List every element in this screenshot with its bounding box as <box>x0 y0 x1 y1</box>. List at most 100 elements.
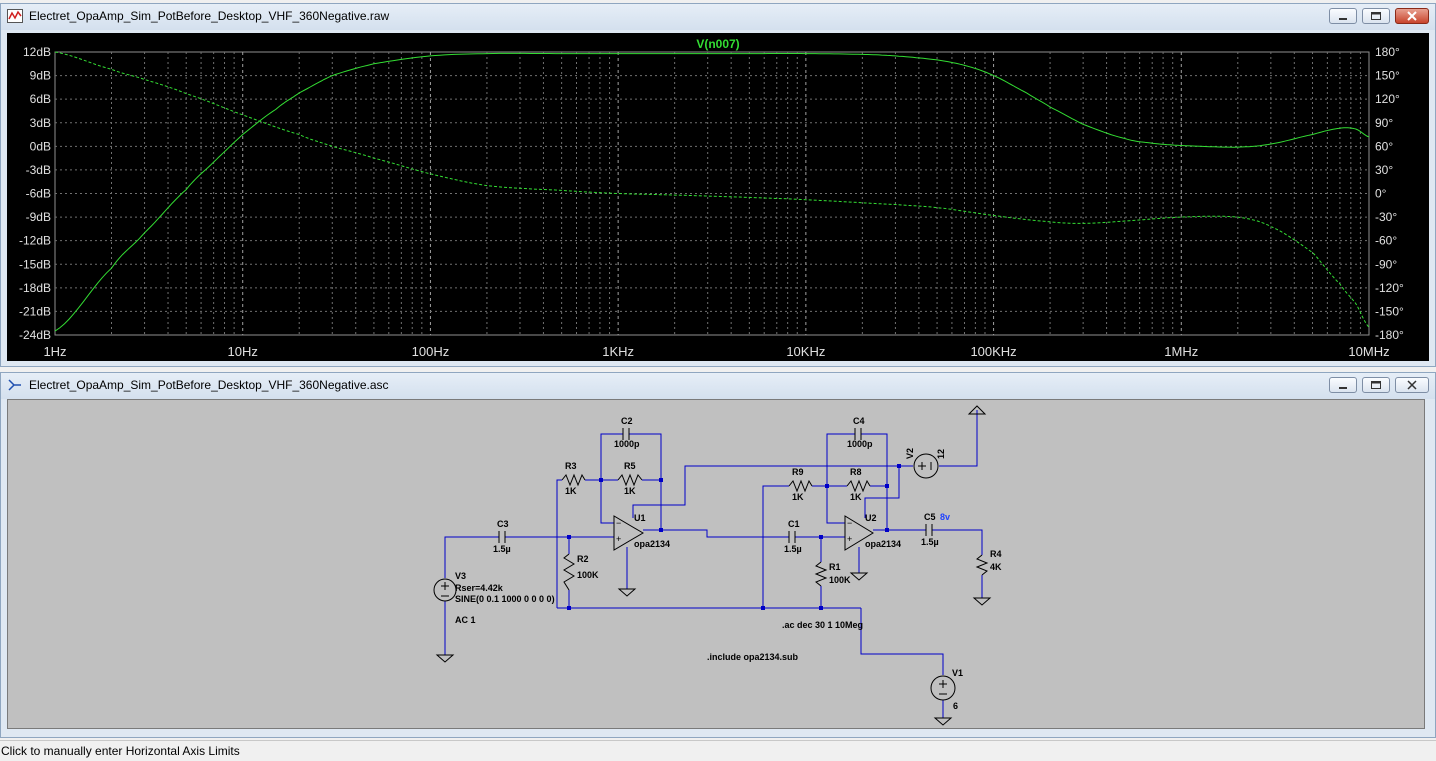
y-tick-label-right: -150° <box>1375 304 1404 318</box>
x-tick-label: 1KHz <box>602 344 634 359</box>
y-tick-label-left: 3dB <box>30 116 51 130</box>
c1-label[interactable]: C1 <box>788 519 800 529</box>
r2-value[interactable]: 100K <box>577 570 599 580</box>
supply-arrow-icon <box>967 405 987 415</box>
u2-model[interactable]: opa2134 <box>865 539 901 549</box>
u2-plus-sign: + <box>847 534 852 544</box>
x-tick-label: 10MHz <box>1348 344 1389 359</box>
minimize-button[interactable] <box>1329 8 1357 24</box>
minimize-button[interactable] <box>1329 377 1357 393</box>
c4-value[interactable]: 1000p <box>847 439 873 449</box>
close-button[interactable] <box>1395 8 1429 24</box>
y-tick-label-left: 9dB <box>30 69 51 83</box>
r5-label[interactable]: R5 <box>624 461 636 471</box>
component-symbols <box>433 405 992 726</box>
v3-sine[interactable]: SINE(0 0.1 1000 0 0 0 0) <box>455 594 555 604</box>
y-tick-label-left: 0dB <box>30 139 51 153</box>
y-tick-label-right: 150° <box>1375 69 1400 83</box>
x-tick-label: 10KHz <box>786 344 825 359</box>
c1-value[interactable]: 1.5µ <box>784 544 802 554</box>
r3-value[interactable]: 1K <box>565 486 577 496</box>
r8-symbol <box>846 479 871 493</box>
u1-model[interactable]: opa2134 <box>634 539 670 549</box>
bode-plot-svg[interactable]: 12dB9dB6dB3dB0dB-3dB-6dB-9dB-12dB-15dB-1… <box>7 33 1429 361</box>
maximize-button[interactable] <box>1362 8 1390 24</box>
schematic-canvas[interactable]: − + − + C2 1000p C4 1000p R3 1K R5 1K R9… <box>7 399 1425 729</box>
r9-value[interactable]: 1K <box>792 492 804 502</box>
y-tick-label-right: -90° <box>1375 257 1397 271</box>
c4-label[interactable]: C4 <box>853 416 865 426</box>
c5-label[interactable]: C5 <box>924 512 936 522</box>
r2-label[interactable]: R2 <box>577 554 589 564</box>
y-tick-label-left: -15dB <box>19 257 51 271</box>
u1-label[interactable]: U1 <box>634 513 646 523</box>
magnitude-curve <box>54 52 1370 332</box>
y-tick-label-right: 60° <box>1375 139 1393 153</box>
trace-label[interactable]: V(n007) <box>696 37 739 51</box>
include-directive[interactable]: .include opa2134.sub <box>707 652 799 662</box>
r8-label[interactable]: R8 <box>850 467 862 477</box>
u1-symbol <box>613 515 644 551</box>
maximize-button[interactable] <box>1362 377 1390 393</box>
v3-rser[interactable]: Rser=4.42k <box>455 583 504 593</box>
y-tick-label-right: 120° <box>1375 92 1400 106</box>
r4-label[interactable]: R4 <box>990 549 1002 559</box>
c2-symbol <box>622 428 630 440</box>
r1-value[interactable]: 100K <box>829 575 851 585</box>
net-label-8v[interactable]: 8v <box>940 512 950 522</box>
r8-value[interactable]: 1K <box>850 492 862 502</box>
schematic-window-title: Electret_OpaAmp_Sim_PotBefore_Desktop_VH… <box>29 378 389 392</box>
r4-symbol <box>975 554 989 576</box>
junction-dots <box>567 464 901 610</box>
r3-label[interactable]: R3 <box>565 461 577 471</box>
y-tick-label-left: -9dB <box>26 210 51 224</box>
c4-symbol <box>854 428 862 440</box>
y-tick-label-right: 30° <box>1375 163 1393 177</box>
phase-curve <box>54 51 1370 328</box>
y-tick-label-right: -60° <box>1375 234 1397 248</box>
x-tick-label: 1MHz <box>1164 344 1198 359</box>
c2-label[interactable]: C2 <box>621 416 633 426</box>
v1-value[interactable]: 6 <box>953 701 958 711</box>
close-icon <box>1407 380 1417 390</box>
v3-label[interactable]: V3 <box>455 571 466 581</box>
ground-icon <box>849 572 869 581</box>
v1-label[interactable]: V1 <box>952 668 963 678</box>
v3-ac[interactable]: AC 1 <box>455 615 476 625</box>
u1-plus-sign: + <box>616 534 621 544</box>
y-tick-label-left: 6dB <box>30 92 51 106</box>
schematic-window-titlebar[interactable]: Electret_OpaAmp_Sim_PotBefore_Desktop_VH… <box>1 373 1435 399</box>
u2-minus-sign: − <box>847 518 852 528</box>
close-button[interactable] <box>1395 377 1429 393</box>
r4-value[interactable]: 4K <box>990 562 1002 572</box>
r3-symbol <box>561 473 586 487</box>
c3-value[interactable]: 1.5µ <box>493 544 511 554</box>
y-tick-label-right: 90° <box>1375 116 1393 130</box>
schematic-svg[interactable]: − + − + C2 1000p C4 1000p R3 1K R5 1K R9… <box>8 400 1424 728</box>
r1-label[interactable]: R1 <box>829 562 841 572</box>
r5-value[interactable]: 1K <box>624 486 636 496</box>
waveform-icon <box>7 9 23 23</box>
y-tick-label-right: 0° <box>1375 187 1387 201</box>
y-tick-label-right: 180° <box>1375 45 1400 59</box>
c5-value[interactable]: 1.5µ <box>921 537 939 547</box>
plot-window-titlebar[interactable]: Electret_OpaAmp_Sim_PotBefore_Desktop_VH… <box>1 4 1435 30</box>
x-tick-label: 100KHz <box>970 344 1016 359</box>
y-tick-label-right: -120° <box>1375 281 1404 295</box>
c2-value[interactable]: 1000p <box>614 439 640 449</box>
v2-label[interactable]: V2 <box>905 448 915 459</box>
y-tick-label-right: -30° <box>1375 210 1397 224</box>
plot-window-title: Electret_OpaAmp_Sim_PotBefore_Desktop_VH… <box>29 9 390 23</box>
v1-symbol <box>930 675 956 701</box>
schematic-icon <box>8 379 21 391</box>
u2-label[interactable]: U2 <box>865 513 877 523</box>
c1-symbol <box>788 531 796 543</box>
ac-directive[interactable]: .ac dec 30 1 10Meg <box>782 620 863 630</box>
minimize-icon <box>1339 387 1347 389</box>
status-bar: Click to manually enter Horizontal Axis … <box>0 740 1436 761</box>
c3-label[interactable]: C3 <box>497 519 509 529</box>
r9-label[interactable]: R9 <box>792 467 804 477</box>
v2-value[interactable]: 12 <box>936 449 946 459</box>
c3-symbol <box>498 531 506 543</box>
